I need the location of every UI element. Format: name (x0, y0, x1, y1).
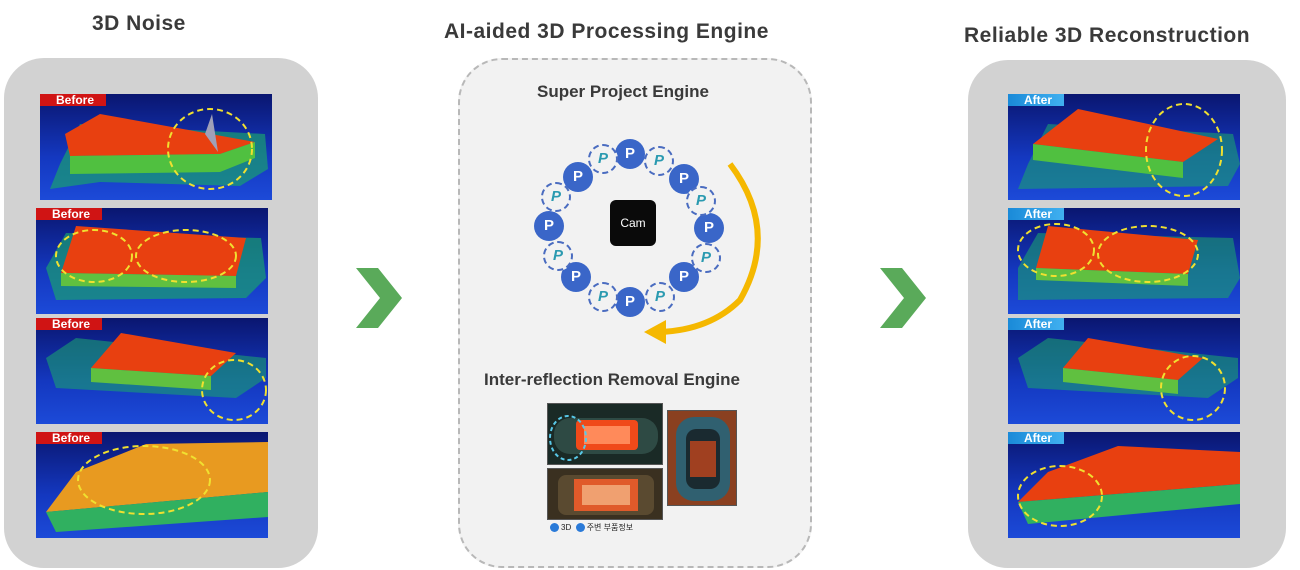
before-scan-2: Before (36, 208, 268, 314)
legend-dot-icon (575, 523, 585, 533)
projector-icon: P (615, 287, 645, 317)
right-chevron-icon (880, 268, 926, 328)
inter-reflection-image (667, 410, 737, 506)
right-chevron-icon (356, 268, 402, 328)
projector-icon: P (615, 139, 645, 169)
super-project-engine-title: Super Project Engine (537, 82, 709, 101)
noise-section-title: 3D Noise (92, 12, 186, 35)
virtual-projector-icon: P (588, 144, 618, 174)
after-scan-1: After (1008, 94, 1240, 200)
before-tag: Before (36, 432, 103, 444)
scan-image (46, 226, 266, 300)
projector-icon: P (561, 262, 591, 292)
virtual-projector-icon: P (691, 243, 721, 273)
scan-image (46, 442, 268, 532)
scan-image (50, 108, 268, 190)
engine-section-title: AI-aided 3D Processing Engine (444, 20, 769, 43)
virtual-projector-icon: P (588, 282, 618, 312)
inter-reflection-legend: 3D 주변 부품정보 (550, 522, 633, 533)
scan-image (1018, 103, 1240, 197)
virtual-projector-icon: P (541, 182, 571, 212)
before-tag: Before (36, 208, 103, 220)
legend-3d-label: 3D (561, 523, 572, 532)
reconstruction-section-title: Reliable 3D Reconstruction (964, 24, 1251, 47)
scan-image (1017, 446, 1240, 527)
after-tag: After (1008, 432, 1065, 444)
virtual-projector-icon: P (686, 186, 716, 216)
after-scan-4: After (1008, 432, 1240, 538)
virtual-projector-icon: P (644, 146, 674, 176)
scan-image (1017, 223, 1240, 300)
virtual-projector-icon: P (543, 241, 573, 271)
before-tag: Before (36, 318, 103, 330)
projector-icon: P (534, 211, 564, 241)
projector-icon: P (694, 213, 724, 243)
before-tag: Before (40, 94, 107, 106)
after-scan-3: After (1008, 318, 1240, 424)
rotation-arrow-icon (644, 162, 761, 344)
scan-image (1018, 338, 1238, 421)
before-scan-3: Before (36, 318, 268, 424)
inter-reflection-image (547, 403, 663, 465)
after-scan-2: After (1008, 208, 1240, 314)
after-tag: After (1008, 318, 1065, 330)
scan-image (46, 333, 267, 421)
after-tag: After (1008, 208, 1065, 220)
before-scan-1: Before (40, 94, 272, 200)
before-scan-4: Before (36, 432, 268, 538)
inter-reflection-image (547, 468, 663, 520)
virtual-projector-icon: P (645, 282, 675, 312)
after-tag: After (1008, 94, 1065, 106)
legend-parts-label: 주변 부품정보 (586, 523, 634, 532)
legend-dot-icon (550, 523, 559, 533)
camera-icon: Cam (610, 200, 656, 246)
inter-reflection-engine-title: Inter-reflection Removal Engine (484, 370, 740, 389)
